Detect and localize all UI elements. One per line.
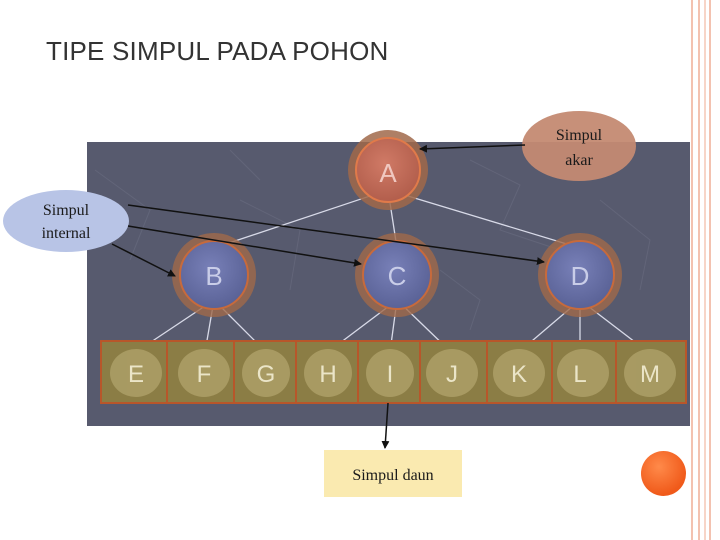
- leaf-node-g: G: [257, 361, 276, 388]
- internal-node-d-label: D: [571, 261, 590, 291]
- internal-node-c-label: C: [388, 261, 407, 291]
- internal-callout: Simpul internal: [3, 190, 129, 252]
- slide-title: TIPE SIMPUL PADA POHON: [46, 36, 389, 66]
- root-callout: Simpul akar: [522, 111, 636, 181]
- leaf-node-k: K: [511, 361, 527, 388]
- root-node: [348, 130, 428, 210]
- root-callout-line2: akar: [565, 152, 593, 169]
- leaf-row: [100, 340, 687, 404]
- arrow-leaf: [381, 402, 390, 449]
- leaf-node-i: I: [387, 361, 394, 388]
- leaf-node-l: L: [573, 361, 586, 388]
- arrow-root: [419, 144, 526, 153]
- tree-diagram: E F G H I J K L M A B C D Simpul akar: [3, 111, 690, 497]
- leaf-node-e: E: [128, 361, 144, 388]
- leaf-node-j: J: [446, 361, 458, 388]
- internal-callout-line1: Simpul: [43, 202, 90, 219]
- internal-node-d: [538, 233, 622, 317]
- arrow-internal-b: [111, 243, 176, 277]
- arrow-internal-d: [127, 204, 545, 266]
- root-node-label: A: [379, 158, 397, 188]
- decorative-orange-circle: [641, 451, 686, 496]
- leaf-node-h: H: [319, 361, 336, 388]
- leaf-node-m: M: [640, 361, 660, 388]
- internal-callout-line2: internal: [42, 225, 91, 242]
- leaf-callout: Simpul daun: [324, 450, 462, 497]
- internal-node-b-label: B: [205, 261, 222, 291]
- callout-arrows: [111, 144, 545, 449]
- internal-node-c: [355, 233, 439, 317]
- arrow-internal-c: [127, 225, 362, 267]
- leaf-node-f: F: [197, 361, 212, 388]
- slide-border-decoration: [691, 0, 711, 540]
- panel-texture: [94, 149, 651, 331]
- root-callout-line1: Simpul: [556, 127, 603, 144]
- internal-node-b: [172, 233, 256, 317]
- leaf-callout-text: Simpul daun: [352, 467, 433, 484]
